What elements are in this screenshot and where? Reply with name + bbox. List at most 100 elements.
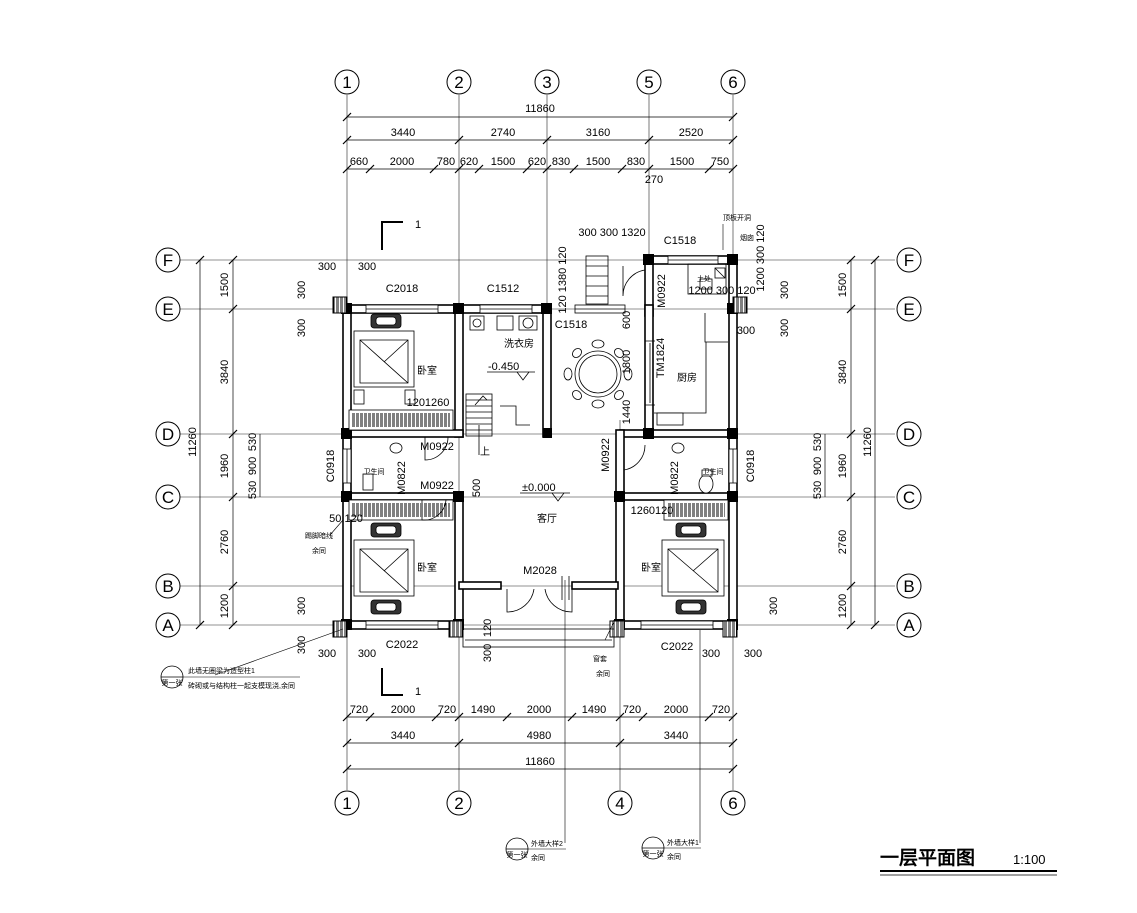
door-label: M0922 bbox=[656, 274, 668, 308]
dim-1201260: 1201260 bbox=[407, 397, 450, 409]
axis-label: C bbox=[903, 488, 915, 507]
dim-300: 300 bbox=[296, 319, 308, 337]
axis-bubble-right-C: C bbox=[896, 484, 922, 510]
dim-300: 300 bbox=[296, 281, 308, 299]
door-label: M0822 bbox=[669, 461, 681, 495]
axis-label: 4 bbox=[615, 794, 624, 813]
door-label: M0822 bbox=[396, 461, 408, 495]
dim-top-detail: 1500 bbox=[586, 156, 610, 168]
dim-bottom-bay: 4980 bbox=[527, 730, 551, 742]
axis-label: C bbox=[162, 488, 174, 507]
bed-bottom-left bbox=[353, 522, 415, 615]
sheet-code: 第一张 bbox=[162, 678, 183, 687]
axis-bubble-right-E: E bbox=[896, 296, 922, 322]
level-marker-living bbox=[520, 492, 570, 502]
wardrobe-bottom-right bbox=[663, 499, 729, 521]
dim-300: 300 bbox=[318, 648, 336, 660]
dim-bottom-detail: 1490 bbox=[582, 704, 606, 716]
dim-bottom-detail: 1490 bbox=[471, 704, 495, 716]
axis-label: D bbox=[903, 425, 915, 444]
axis-label: F bbox=[904, 251, 914, 270]
room-label-bedroom: 卧室 bbox=[417, 364, 437, 377]
axis-label: 5 bbox=[644, 73, 653, 92]
axis-bubble-top-2: 2 bbox=[446, 69, 472, 95]
axis-bubble-left-F: F bbox=[155, 247, 181, 273]
note-ext-wall-1: 外墙大样1 bbox=[667, 838, 699, 847]
note-skirting: 踢脚暗线 bbox=[305, 531, 333, 540]
window-label: C1518 bbox=[664, 235, 696, 247]
dimension-lines bbox=[199, 116, 876, 770]
dim-right-sub: 530 bbox=[812, 433, 824, 451]
note-ext-wall-2: 外墙大样2 bbox=[531, 839, 563, 848]
dim-bottom-detail: 2000 bbox=[527, 704, 551, 716]
dim-bottom-detail: 720 bbox=[623, 704, 641, 716]
dim-right-row: 1200 bbox=[837, 594, 849, 618]
door-label: M0922 bbox=[420, 441, 454, 453]
dim-300: 300 bbox=[296, 636, 308, 654]
level-label-laundry: -0.450 bbox=[488, 361, 519, 373]
dim-top-bay: 3160 bbox=[586, 127, 610, 139]
door-label: M0922 bbox=[420, 480, 454, 492]
window-label: C2022 bbox=[661, 641, 693, 653]
room-label-bedroom: 卧室 bbox=[641, 561, 661, 574]
level-marker-laundry bbox=[487, 371, 535, 381]
axis-bubble-right-D: D bbox=[896, 421, 922, 447]
dim-300: 300 bbox=[779, 281, 791, 299]
pilasters bbox=[332, 296, 748, 638]
dim-top-270: 270 bbox=[645, 174, 663, 186]
dim-300: 300 bbox=[768, 597, 780, 615]
window-label: C0918 bbox=[325, 450, 337, 482]
dim-stair: 300 300 1320 bbox=[578, 227, 645, 239]
windows bbox=[342, 255, 738, 630]
axis-label: B bbox=[903, 577, 914, 596]
note-1-line1: 此墙无圈梁为造型柱1 bbox=[188, 666, 255, 675]
dim-300-kitchen: 300 bbox=[737, 325, 755, 337]
dim-top-bay: 3440 bbox=[391, 127, 415, 139]
dim-300: 300 bbox=[296, 597, 308, 615]
axis-bubble-bottom-4: 4 bbox=[607, 790, 633, 816]
callout-note-1: 此墙无圈梁为造型柱1 砖砌或与结构柱一起支模现浇,余同 第一张 bbox=[160, 665, 300, 690]
wardrobe-top-left bbox=[348, 409, 454, 431]
dim-left-row: 3840 bbox=[219, 360, 231, 384]
dim-300: 300 bbox=[358, 261, 376, 273]
dim-50-120: 50 120 bbox=[329, 513, 363, 525]
axis-bubble-left-D: D bbox=[155, 421, 181, 447]
dim-right-row: 2760 bbox=[837, 530, 849, 554]
axis-label: B bbox=[162, 577, 173, 596]
axis-label: 6 bbox=[728, 73, 737, 92]
axis-bubble-top-6: 6 bbox=[720, 69, 746, 95]
dim-300: 300 bbox=[358, 648, 376, 660]
dim-500: 500 bbox=[471, 479, 483, 497]
dim-bottom-detail: 2000 bbox=[664, 704, 688, 716]
dim-top-detail: 1500 bbox=[670, 156, 694, 168]
dim-1260120: 1260120 bbox=[631, 505, 674, 517]
dim-bottom-bay: 3440 bbox=[391, 730, 415, 742]
dim-right-total: 11260 bbox=[862, 427, 874, 457]
window-label: C1518 bbox=[555, 319, 587, 331]
dim-right-sub: 530 bbox=[812, 481, 824, 499]
title-scale: 1:100 bbox=[1013, 852, 1046, 867]
dim-left-total: 11260 bbox=[187, 427, 199, 457]
axis-bubble-left-B: B bbox=[155, 573, 181, 599]
stair-up-label: 上 bbox=[480, 446, 490, 458]
dim-top-total: 11860 bbox=[525, 103, 555, 115]
axis-label: A bbox=[162, 616, 174, 635]
dim-bottom-detail: 720 bbox=[350, 704, 368, 716]
front-step bbox=[462, 628, 615, 648]
axis-bubble-left-C: C bbox=[155, 484, 181, 510]
callout-ext-wall-1: 外墙大样1 余同 第一张 bbox=[641, 836, 701, 861]
bathroom-fixtures bbox=[362, 442, 714, 494]
door-label: TM1824 bbox=[655, 338, 667, 378]
axis-label: E bbox=[903, 300, 914, 319]
dim-right-row: 1500 bbox=[837, 273, 849, 297]
dim-left-sub: 530 bbox=[247, 433, 259, 451]
dim-right-sub: 900 bbox=[812, 457, 824, 475]
note-sill-same: 余同 bbox=[596, 669, 610, 678]
axis-bubble-right-F: F bbox=[896, 247, 922, 273]
axis-bubble-right-B: B bbox=[896, 573, 922, 599]
door-label: M0922 bbox=[600, 438, 612, 472]
axis-bubble-left-A: A bbox=[155, 612, 181, 638]
axis-bubble-top-3: 3 bbox=[534, 69, 560, 95]
axis-bubble-bottom-2: 2 bbox=[446, 790, 472, 816]
